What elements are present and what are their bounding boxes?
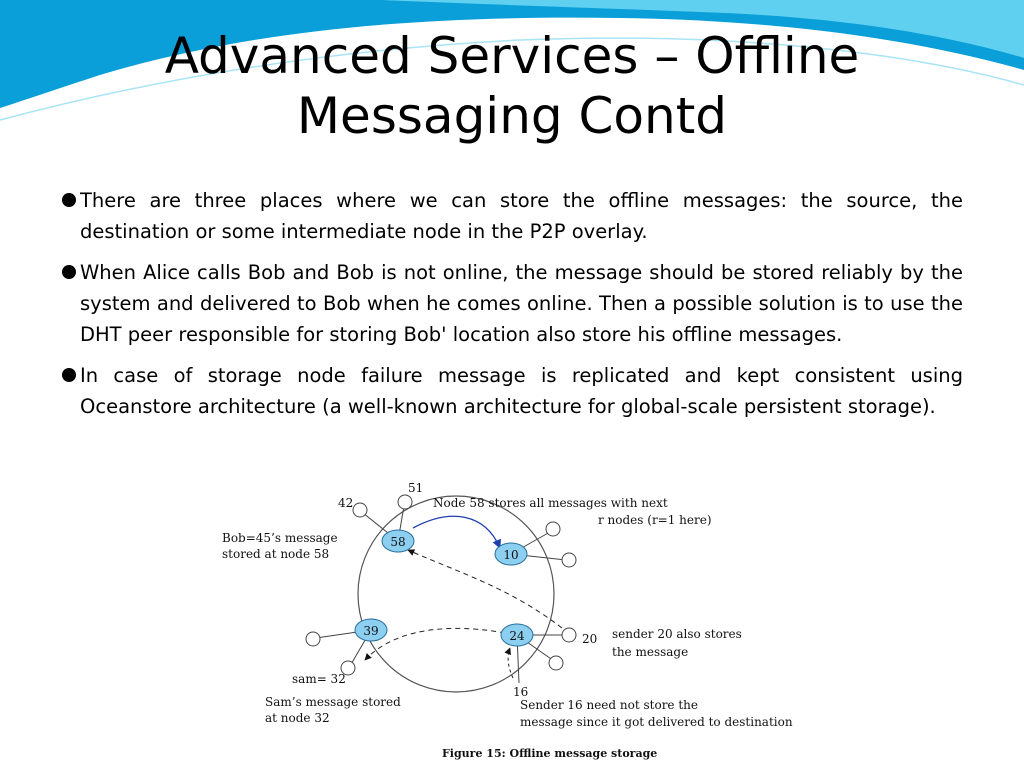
bullet-text: There are three places where we can stor…: [80, 189, 963, 243]
node-24-label: 24: [509, 629, 525, 643]
bullet-list: There are three places where we can stor…: [60, 185, 963, 432]
leaf-node: [548, 655, 564, 671]
bullet-icon: [62, 368, 76, 382]
leaf-label-20: 20: [582, 632, 597, 646]
bullet-icon: [62, 265, 76, 279]
node-10-label: 10: [503, 548, 518, 562]
offline-storage-diagram: 58 10 39 24 51 42 20 16 Node 58 stores a…: [222, 481, 793, 760]
bullet-text: When Alice calls Bob and Bob is not onli…: [80, 261, 963, 346]
leaf-node: [352, 502, 368, 518]
dht-ring: [357, 495, 555, 693]
leaf-label-16: 16: [513, 685, 528, 699]
node-10: 10: [494, 542, 528, 566]
sender16-annotation-line2: message since it got delivered to destin…: [520, 715, 793, 729]
figure-caption: Figure 15: Offline message storage: [442, 747, 657, 760]
slide-title-line2: Messaging Contd: [296, 87, 728, 145]
bullet-item: When Alice calls Bob and Bob is not onli…: [60, 257, 963, 350]
node58-annotation-line1: Node 58 stores all messages with next: [433, 496, 668, 510]
bullet-item: There are three places where we can stor…: [60, 185, 963, 247]
replication-arrow: [412, 515, 501, 549]
slide-title: Advanced Services – Offline Messaging Co…: [0, 26, 1024, 146]
leaf-node: [545, 521, 561, 537]
sam-annotation-line1: Sam’s message stored: [265, 695, 401, 709]
leaf-label-42: 42: [338, 496, 353, 510]
sam-label: sam= 32: [292, 672, 346, 686]
bullet-item: In case of storage node failure message …: [60, 360, 963, 422]
slide-title-line1: Advanced Services – Offline: [164, 27, 860, 85]
sender16-dashed-arrow: [504, 647, 514, 679]
node-39-label: 39: [363, 624, 378, 638]
header-swoosh-decoration: [0, 0, 1024, 121]
node-39: 39: [354, 618, 388, 642]
node-24: 24: [500, 623, 534, 647]
bob-annotation-line1: Bob=45’s message: [222, 531, 338, 545]
sender20-dashed-arrow: [407, 549, 563, 629]
sam-dashed-arrow: [364, 627, 506, 661]
sender16-annotation-line1: Sender 16 need not store the: [520, 698, 698, 712]
bullet-icon: [62, 193, 76, 207]
node-58: 58: [381, 529, 415, 553]
leaf-node: [561, 552, 577, 568]
sam-annotation-line2: at node 32: [265, 711, 330, 725]
leaf-nodes: [305, 494, 577, 676]
spokes: [315, 505, 567, 684]
bullet-text: In case of storage node failure message …: [80, 364, 963, 418]
leaf-label-51: 51: [408, 481, 423, 495]
bob-annotation-line2: stored at node 58: [222, 547, 329, 561]
sender20-annotation-line2: the message: [612, 645, 688, 659]
leaf-node: [340, 660, 356, 676]
sender20-annotation-line1: sender 20 also stores: [612, 627, 742, 641]
node58-annotation-line2: r nodes (r=1 here): [598, 513, 712, 527]
leaf-node: [561, 627, 577, 643]
leaf-node: [397, 494, 413, 510]
leaf-node: [305, 631, 321, 647]
node-58-label: 58: [390, 535, 405, 549]
